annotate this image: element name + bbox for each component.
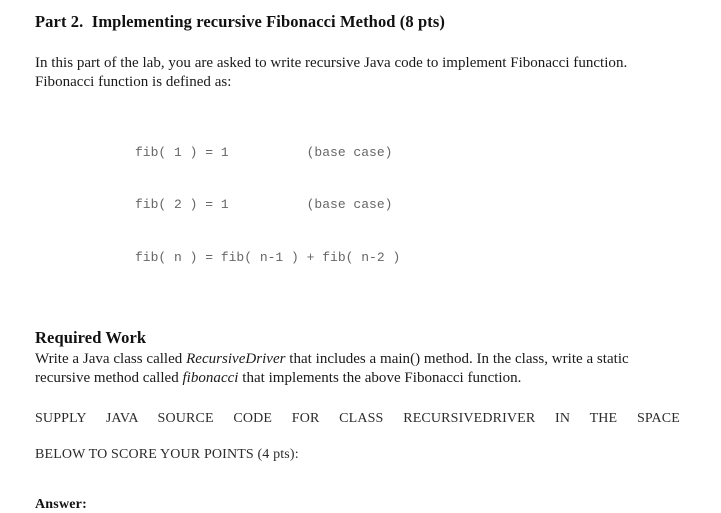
intro-paragraph: In this part of the lab, you are asked t… bbox=[35, 54, 628, 90]
class-name-emphasis: RecursiveDriver bbox=[186, 350, 286, 367]
answer-label: Answer: bbox=[35, 496, 87, 512]
spacer bbox=[35, 92, 680, 109]
required-work-text-part1: Write a Java class called bbox=[35, 350, 187, 367]
supply-instruction-line-2: BELOW TO SCORE YOUR POINTS (4 pts): bbox=[35, 446, 299, 462]
spacer bbox=[35, 388, 680, 410]
spacer bbox=[35, 33, 680, 54]
method-name-emphasis: fibonacci bbox=[182, 369, 239, 386]
required-work-heading: Required Work bbox=[35, 328, 147, 348]
supply-instruction-line-1: SUPPLY JAVA SOURCE CODE FOR CLASS RECURS… bbox=[35, 410, 680, 426]
spacer bbox=[35, 301, 680, 328]
code-line-base-case-1: fib( 1 ) = 1 (base case) bbox=[135, 144, 393, 160]
fibonacci-definition-code-block: fib( 1 ) = 1 (base case) fib( 2 ) = 1 (b… bbox=[35, 109, 680, 302]
code-line-recursive-case: fib( n ) = fib( n-1 ) + fib( n-2 ) bbox=[135, 249, 401, 265]
required-work-text-part3: that implements the above Fibonacci func… bbox=[238, 369, 522, 386]
spacer bbox=[35, 464, 680, 497]
page-title: Part 2. Implementing recursive Fibonacci… bbox=[35, 12, 445, 31]
document-page: Part 2. Implementing recursive Fibonacci… bbox=[35, 12, 680, 512]
document-content: Part 2. Implementing recursive Fibonacci… bbox=[35, 12, 680, 513]
supply-instruction-block: SUPPLY JAVA SOURCE CODE FOR CLASS RECURS… bbox=[35, 410, 680, 464]
required-work-text-part2: that includes a main() method. In the cl… bbox=[35, 350, 629, 386]
code-line-base-case-2: fib( 2 ) = 1 (base case) bbox=[135, 197, 393, 213]
required-work-paragraph: Write a Java class called RecursiveDrive… bbox=[35, 350, 680, 388]
